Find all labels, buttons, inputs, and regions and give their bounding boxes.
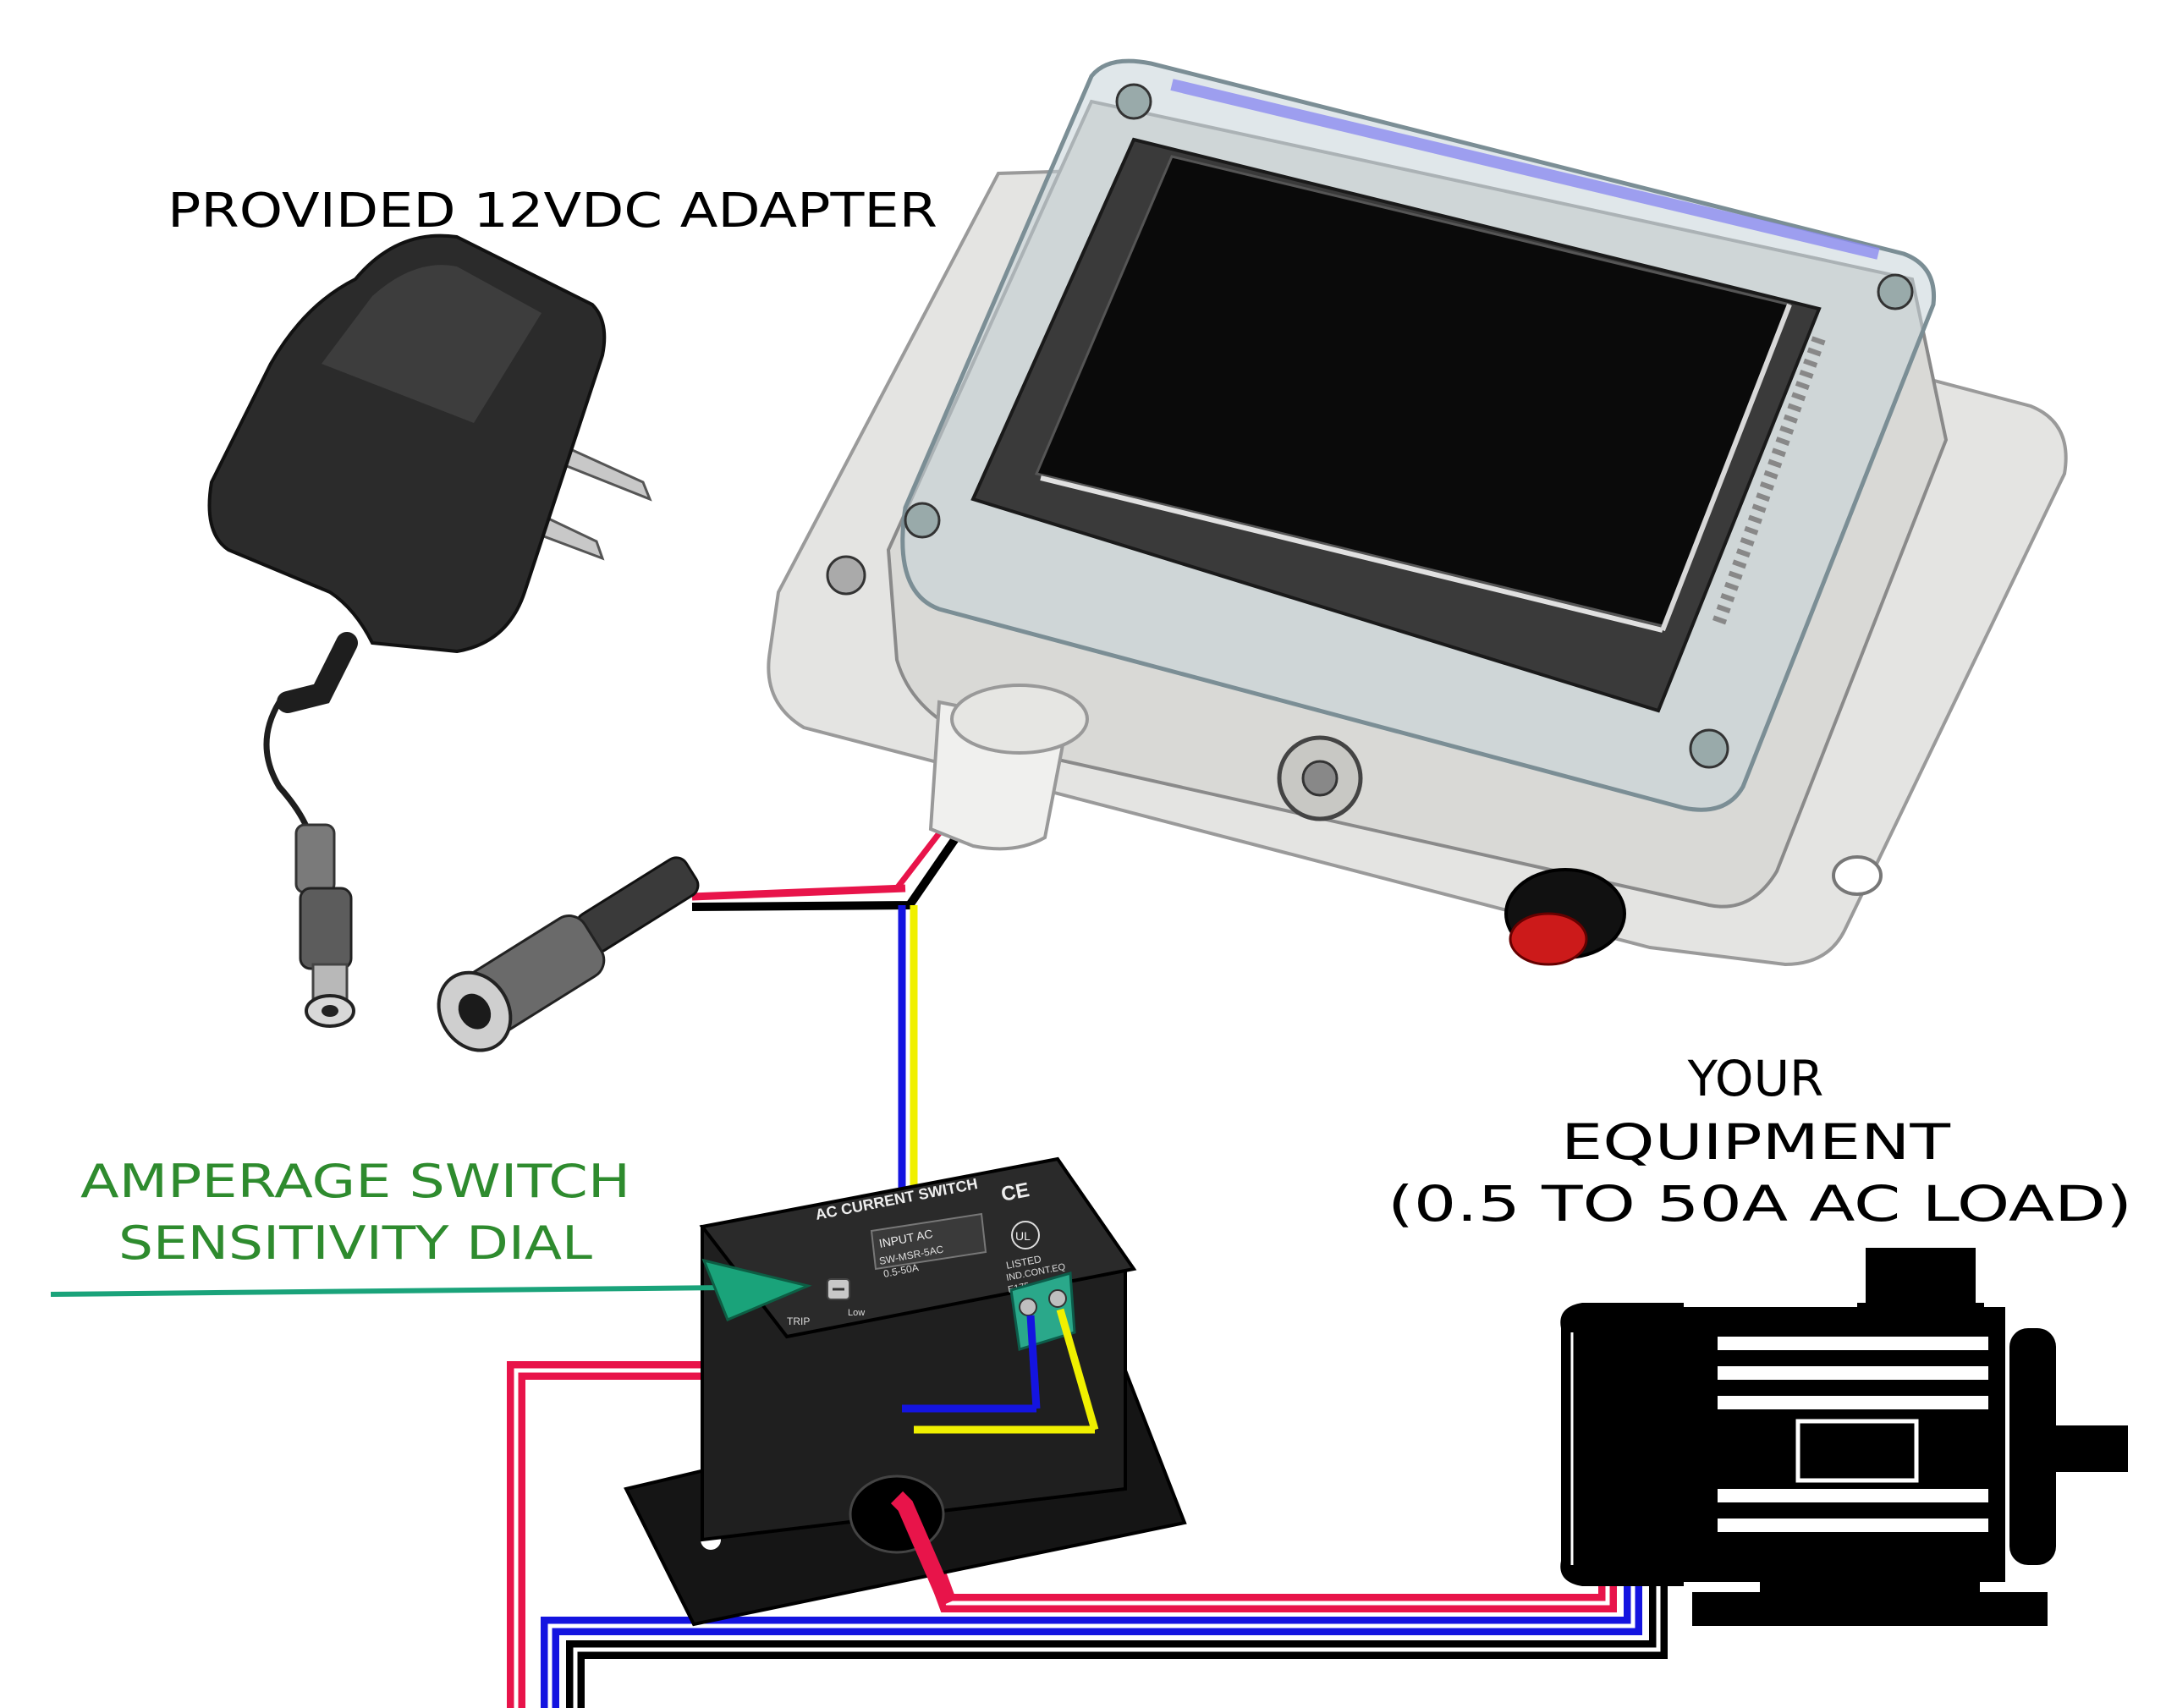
equipment-label-line1: YOUR	[1687, 1050, 1824, 1107]
fin-3	[1718, 1396, 1988, 1409]
ce-mark: CE	[999, 1178, 1031, 1206]
terminal-screw-1	[1019, 1298, 1037, 1316]
adapter-plug-body	[299, 887, 353, 970]
ul-mark: UL	[1015, 1229, 1031, 1243]
wire-signal-blue-terminal	[1026, 1315, 1041, 1409]
display-monitor-unit	[767, 58, 2068, 967]
flange-hole	[1832, 855, 1883, 896]
red-button-cap	[1509, 912, 1588, 966]
equipment-label-line2: EQUIPMENT	[1561, 1113, 1951, 1171]
fin-1	[1718, 1337, 1988, 1350]
wire-dc-red-join	[894, 831, 942, 891]
ac-current-switch: AC CURRENT SWITCH INPUT AC SW-MSR-5AC 0.…	[624, 1156, 1187, 1627]
motor-terminal-box	[1866, 1248, 1976, 1311]
equipment-motor	[1560, 1248, 2128, 1626]
pointer-arrowhead-icon	[701, 1258, 812, 1321]
motor-cooling-fins	[1718, 1337, 1988, 1532]
wire-ac-red-through-hole	[890, 1491, 956, 1606]
motor-nameplate	[1795, 1419, 1919, 1483]
jack-hole	[458, 993, 492, 1030]
sensitivity-pointer	[50, 1258, 812, 1321]
wire-dc-black	[691, 835, 960, 911]
monitor-header-pins	[1711, 336, 1826, 629]
adapter-label: PROVIDED 12VDC ADAPTER	[168, 184, 937, 239]
lid-screw-2	[1877, 273, 1914, 310]
power-adapter	[207, 233, 652, 1028]
motor-end-cap	[2009, 1328, 2056, 1565]
fin-4	[1718, 1489, 1988, 1502]
lid-screw-1	[1115, 83, 1152, 120]
lid-screw-4	[1689, 728, 1729, 769]
lid-blue-edge	[1170, 79, 1880, 260]
wire-signal-yellow-terminal	[1056, 1308, 1099, 1431]
adapter-strain-relief	[277, 632, 358, 713]
adapter-plug-sleeve	[294, 823, 336, 894]
dial-label-low: Low	[848, 1308, 865, 1318]
motor-shaft	[2056, 1425, 2128, 1472]
fin-5	[1718, 1519, 1988, 1532]
wire-ac-blue-inner	[547, 1582, 1635, 1708]
pointer-line	[50, 1285, 728, 1297]
fin-2	[1718, 1366, 1988, 1380]
motor-end-bell	[1560, 1303, 1684, 1586]
terminal-screw-2	[1048, 1289, 1067, 1308]
dial-label: TRIP	[787, 1315, 810, 1327]
dc-jack	[437, 856, 700, 1052]
flange-screw-1	[826, 555, 866, 596]
wire-ac-black-inner	[573, 1582, 1661, 1708]
wire-ac-red-left-inner	[514, 1368, 706, 1708]
sensitivity-label-line1: AMPERAGE SWITCH	[80, 1155, 630, 1208]
lid-screw-3	[904, 502, 941, 539]
switch-label-panel	[870, 1212, 987, 1271]
equipment-label-line3: (0.5 TO 50A AC LOAD)	[1388, 1175, 2132, 1233]
screen-bezel-right	[1660, 303, 1792, 632]
sensitivity-label-line2: SENSITIVITY DIAL	[118, 1216, 592, 1270]
adapter-plug-hole	[322, 1005, 338, 1017]
screen-bezel-light	[1040, 475, 1663, 633]
adapter-highlight	[322, 265, 542, 423]
key-switch-core	[1301, 760, 1339, 797]
ul-mark-icon	[1011, 1221, 1040, 1249]
wire-dc-red	[691, 884, 906, 901]
gland-nut	[950, 684, 1089, 755]
